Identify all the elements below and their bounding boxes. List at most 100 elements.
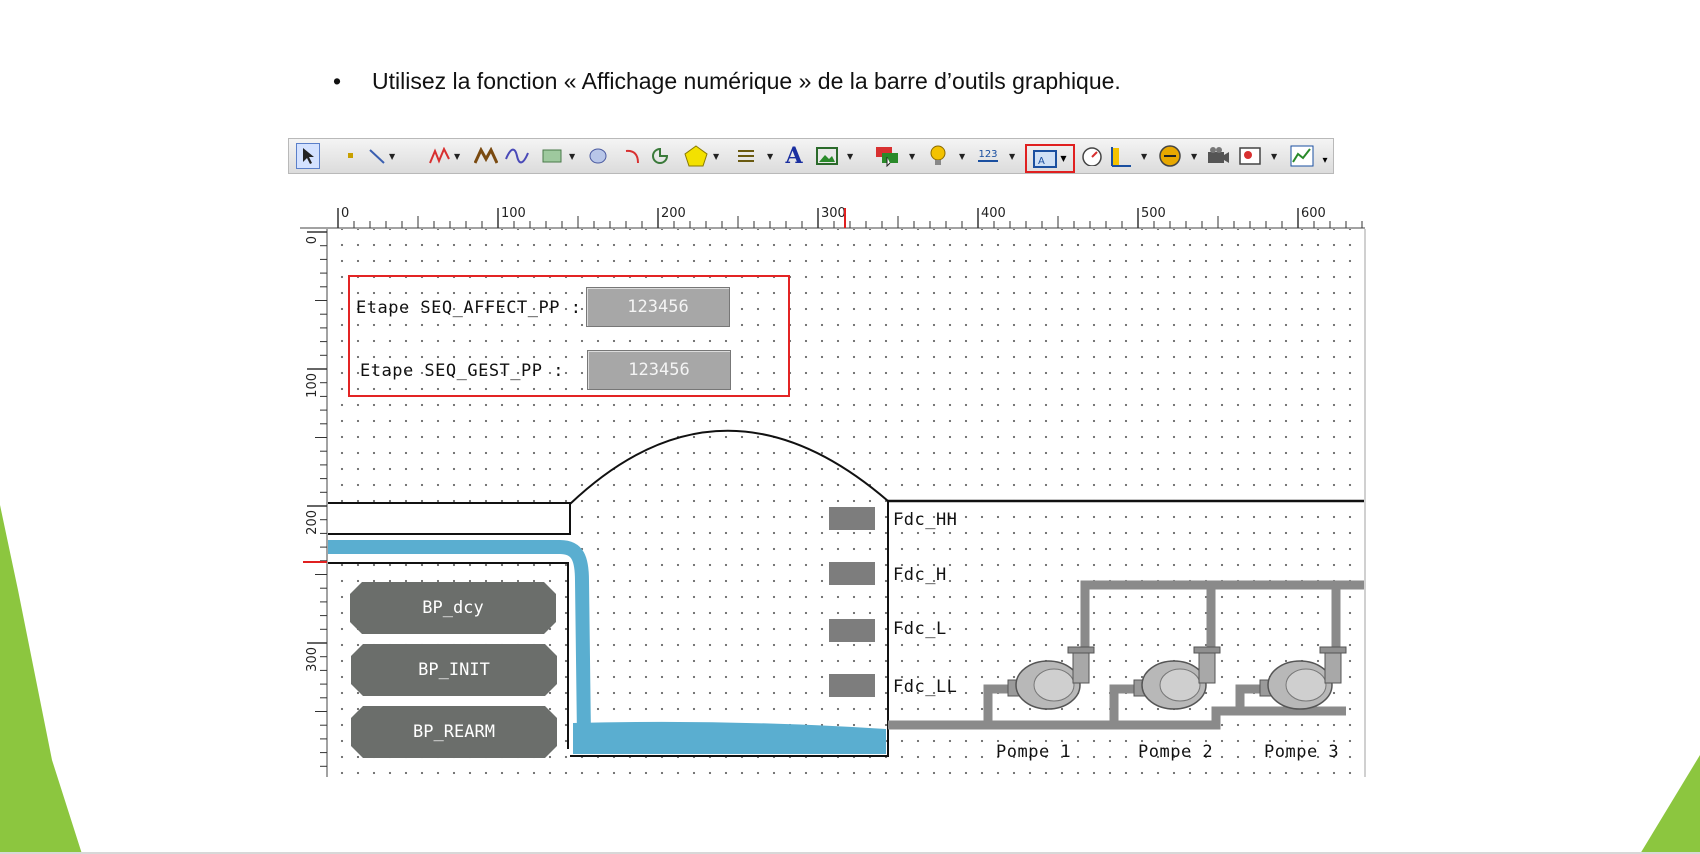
- chevron-down-icon[interactable]: ▼: [1060, 153, 1067, 163]
- toolbar-overflow-button[interactable]: ▾: [1319, 149, 1331, 173]
- line-icon: [369, 149, 385, 164]
- bp-init-button[interactable]: BP_INIT: [351, 644, 557, 696]
- ruler-label: 0: [341, 206, 349, 221]
- pump-group: [1007, 646, 1347, 710]
- meter-tool-button[interactable]: [1157, 144, 1183, 168]
- alarm-icon: [1239, 147, 1261, 165]
- arc-icon: [625, 149, 639, 164]
- chevron-down-icon[interactable]: ▼: [909, 152, 916, 161]
- rectangle-tool-button[interactable]: [541, 144, 563, 168]
- ellipse-tool-button[interactable]: [587, 144, 609, 168]
- step-value-affect-display[interactable]: 123456: [586, 287, 730, 327]
- pointer-icon: [303, 148, 314, 164]
- trend-tool-button[interactable]: [1289, 144, 1315, 168]
- water-inlet-pipe: [328, 540, 591, 738]
- bargraph-tool-button[interactable]: [1109, 144, 1133, 168]
- bulb-icon: [930, 145, 946, 165]
- tank-outline: [569, 429, 889, 757]
- pie-tool-button[interactable]: [649, 144, 671, 168]
- numeric-display-icon: A: [1033, 149, 1058, 168]
- chevron-down-icon[interactable]: ▼: [454, 152, 461, 161]
- text-icon: A: [785, 143, 803, 169]
- chevron-down-icon[interactable]: ▼: [389, 152, 396, 161]
- numeric-display-selection-frame: [348, 275, 790, 397]
- ruler-label: 100: [305, 373, 320, 398]
- bargraph-icon: [1111, 147, 1131, 167]
- point-tool-button[interactable]: [345, 144, 357, 168]
- fdc-h-label: Fdc_H: [893, 565, 947, 585]
- polyline-tool-button[interactable]: [429, 144, 451, 168]
- text-tool-button[interactable]: A: [783, 144, 805, 168]
- arc-tool-button[interactable]: [622, 144, 642, 168]
- chevron-down-icon[interactable]: ▼: [569, 152, 576, 161]
- bp-dcy-button[interactable]: BP_dcy: [350, 582, 556, 634]
- button-tool-button[interactable]: [874, 144, 900, 168]
- water-pipe-outline: [328, 562, 569, 749]
- wave-tool-button[interactable]: [505, 144, 529, 168]
- pointer-tool-button[interactable]: [296, 143, 320, 169]
- hmi-editor-canvas[interactable]: Etape SEQ_AFFECT_PP : 123456 Etape SEQ_G…: [328, 229, 1366, 777]
- pump-1-label: Pompe 1: [996, 742, 1072, 762]
- ellipse-icon: [589, 148, 607, 164]
- suction-branch-1: [983, 684, 1008, 723]
- camera-icon: [1208, 147, 1229, 163]
- fdc-h-indicator[interactable]: [829, 562, 875, 585]
- suction-pipe: [888, 706, 1346, 730]
- ruler-label: 300: [305, 647, 320, 672]
- polygon-icon: [684, 145, 708, 167]
- line-tool-button[interactable]: [367, 144, 387, 168]
- pump-3-label: Pompe 3: [1264, 742, 1340, 762]
- chevron-down-icon[interactable]: ▼: [1191, 152, 1198, 161]
- fdc-hh-label: Fdc_HH: [893, 510, 958, 530]
- chevron-down-icon[interactable]: ▼: [767, 152, 774, 161]
- svg-text:A: A: [1038, 156, 1045, 167]
- chevron-down-icon[interactable]: ▼: [713, 152, 720, 161]
- step-value-gest-display[interactable]: 123456: [587, 350, 731, 390]
- centrifugal-pump-icon[interactable]: [1133, 646, 1221, 710]
- point-icon: [348, 153, 353, 158]
- bp-rearm-button[interactable]: BP_REARM: [351, 706, 557, 758]
- process-synoptic: [328, 429, 1364, 757]
- numeric-entry-icon: 123: [978, 149, 998, 162]
- bezier-tool-button[interactable]: [474, 144, 498, 168]
- ruler-label: 300: [821, 206, 846, 221]
- text-lines-tool-button[interactable]: [736, 144, 756, 168]
- image-icon: [816, 147, 838, 165]
- ruler-label: 0: [305, 236, 320, 244]
- fdc-l-label: Fdc_L: [893, 619, 947, 639]
- chevron-down-icon[interactable]: ▼: [1271, 152, 1278, 161]
- ruler-label: 200: [305, 510, 320, 535]
- left-accent-shape: [0, 505, 82, 854]
- image-tool-button[interactable]: [815, 144, 839, 168]
- camera-tool-button[interactable]: [1205, 144, 1231, 168]
- numeric-display-tool-button[interactable]: A ▼: [1025, 144, 1075, 173]
- chevron-down-icon[interactable]: ▼: [1009, 152, 1016, 161]
- alarm-tool-button[interactable]: [1237, 144, 1263, 168]
- gauge-tool-button[interactable]: [1079, 144, 1105, 168]
- chevron-down-icon[interactable]: ▼: [847, 152, 854, 161]
- fdc-l-indicator[interactable]: [829, 619, 875, 642]
- fdc-hh-indicator[interactable]: [829, 507, 875, 530]
- numeric-entry-tool-button[interactable]: 123: [975, 144, 1001, 168]
- bulb-tool-button[interactable]: [927, 144, 949, 168]
- inlet-pipe: [328, 502, 571, 535]
- fdc-ll-indicator[interactable]: [829, 674, 875, 697]
- chevron-down-icon[interactable]: ▼: [1141, 152, 1148, 161]
- polygon-tool-button[interactable]: [683, 144, 709, 168]
- suction-branch-2: [1109, 684, 1134, 723]
- centrifugal-pump-icon[interactable]: [1259, 646, 1347, 710]
- fdc-ll-label: Fdc_LL: [893, 677, 958, 697]
- bullet-symbol: •: [333, 68, 342, 94]
- step-label-gest: Etape SEQ_GEST_PP :: [360, 361, 564, 381]
- text-lines-icon: [738, 150, 754, 162]
- polyline-icon: [429, 147, 450, 164]
- centrifugal-pump-icon[interactable]: [1007, 646, 1095, 710]
- tank-water: [573, 721, 886, 754]
- wave-icon: [505, 148, 529, 164]
- toolbar-overflow-icon: ▾: [1322, 155, 1328, 166]
- gauge-icon: [1082, 147, 1102, 166]
- bezier-icon: [474, 147, 498, 164]
- chevron-down-icon[interactable]: ▼: [959, 152, 966, 161]
- ruler-label: 200: [661, 206, 686, 221]
